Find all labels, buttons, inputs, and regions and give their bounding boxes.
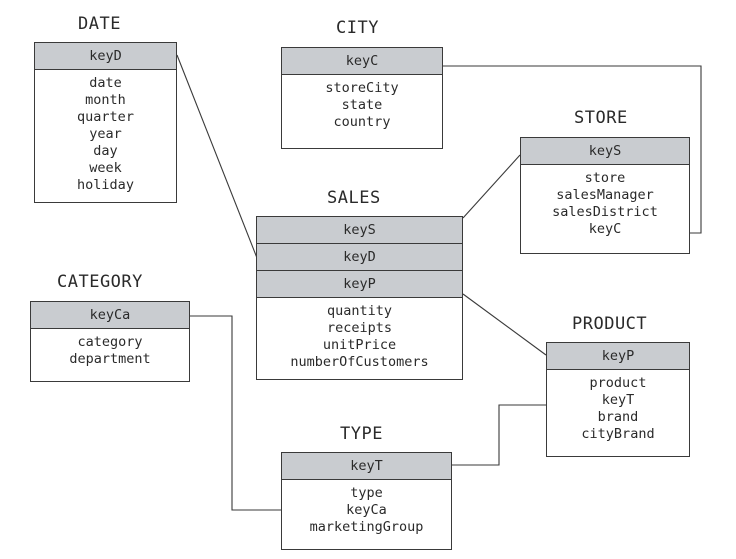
type-key: keyT (282, 453, 451, 480)
sales-attributes: quantity receipts unitPrice numberOfCust… (257, 298, 462, 371)
city-attr: storeCity (325, 80, 399, 96)
sales-table-title: SALES (327, 188, 381, 208)
category-attributes: category department (31, 329, 189, 368)
store-attr: keyC (588, 221, 622, 237)
category-attr: category (77, 334, 143, 350)
sales-table: keyS keyD keyP quantity receipts unitPri… (256, 216, 463, 380)
date-attr: day (93, 143, 118, 159)
date-table-title: DATE (78, 14, 121, 34)
date-attr: month (85, 92, 126, 108)
store-key: keyS (521, 138, 689, 165)
type-attr: marketingGroup (309, 519, 424, 535)
connector-sales-product (462, 293, 547, 356)
sales-attr: receipts (326, 320, 393, 336)
product-table-title: PRODUCT (572, 314, 648, 334)
date-table: keyD date month quarter year day week ho… (34, 42, 177, 203)
type-table: keyT type keyCa marketingGroup (281, 452, 452, 550)
city-attr: state (341, 97, 383, 113)
product-attr: keyT (601, 392, 635, 408)
store-table: keyS store salesManager salesDistrict ke… (520, 137, 690, 254)
product-key: keyP (547, 343, 689, 370)
category-table: keyCa category department (30, 301, 190, 382)
sales-key-store: keyS (257, 217, 462, 244)
store-table-title: STORE (574, 108, 628, 128)
date-key: keyD (35, 43, 176, 70)
city-table: keyC storeCity state country (281, 47, 443, 149)
product-table: keyP product keyT brand cityBrand (546, 342, 690, 457)
date-attr: holiday (77, 177, 134, 193)
city-table-title: CITY (336, 18, 379, 38)
product-attr: cityBrand (581, 426, 655, 442)
connector-city-store (443, 65, 702, 234)
product-attr: brand (597, 409, 639, 425)
connector-category-type (190, 315, 281, 511)
category-table-title: CATEGORY (57, 272, 143, 292)
store-attributes: store salesManager salesDistrict keyC (521, 165, 689, 238)
connector-type-product (452, 404, 546, 466)
connector-date-sales (176, 54, 258, 259)
sales-key-product: keyP (257, 271, 462, 298)
city-attributes: storeCity state country (282, 75, 442, 131)
type-attributes: type keyCa marketingGroup (282, 480, 451, 536)
sales-attr: numberOfCustomers (290, 354, 429, 370)
sales-attr: unitPrice (322, 337, 397, 353)
category-attr: department (69, 351, 151, 367)
store-attr: salesManager (556, 187, 654, 203)
product-attributes: product keyT brand cityBrand (547, 370, 689, 443)
sales-key-date: keyD (257, 244, 462, 271)
type-attr: type (350, 485, 383, 501)
date-attr: week (89, 160, 122, 176)
date-attr: date (89, 75, 122, 91)
store-attr: store (584, 170, 626, 186)
date-attr: quarter (77, 109, 134, 125)
type-table-title: TYPE (340, 424, 383, 444)
store-attr: salesDistrict (552, 204, 658, 220)
date-attr: year (89, 126, 122, 142)
date-attributes: date month quarter year day week holiday (35, 70, 176, 194)
type-attr: keyCa (346, 502, 387, 518)
city-key: keyC (282, 48, 442, 75)
product-attr: product (589, 375, 647, 391)
category-key: keyCa (31, 302, 189, 329)
city-attr: country (333, 114, 391, 130)
sales-attr: quantity (326, 303, 393, 319)
connector-sales-store (462, 154, 521, 219)
